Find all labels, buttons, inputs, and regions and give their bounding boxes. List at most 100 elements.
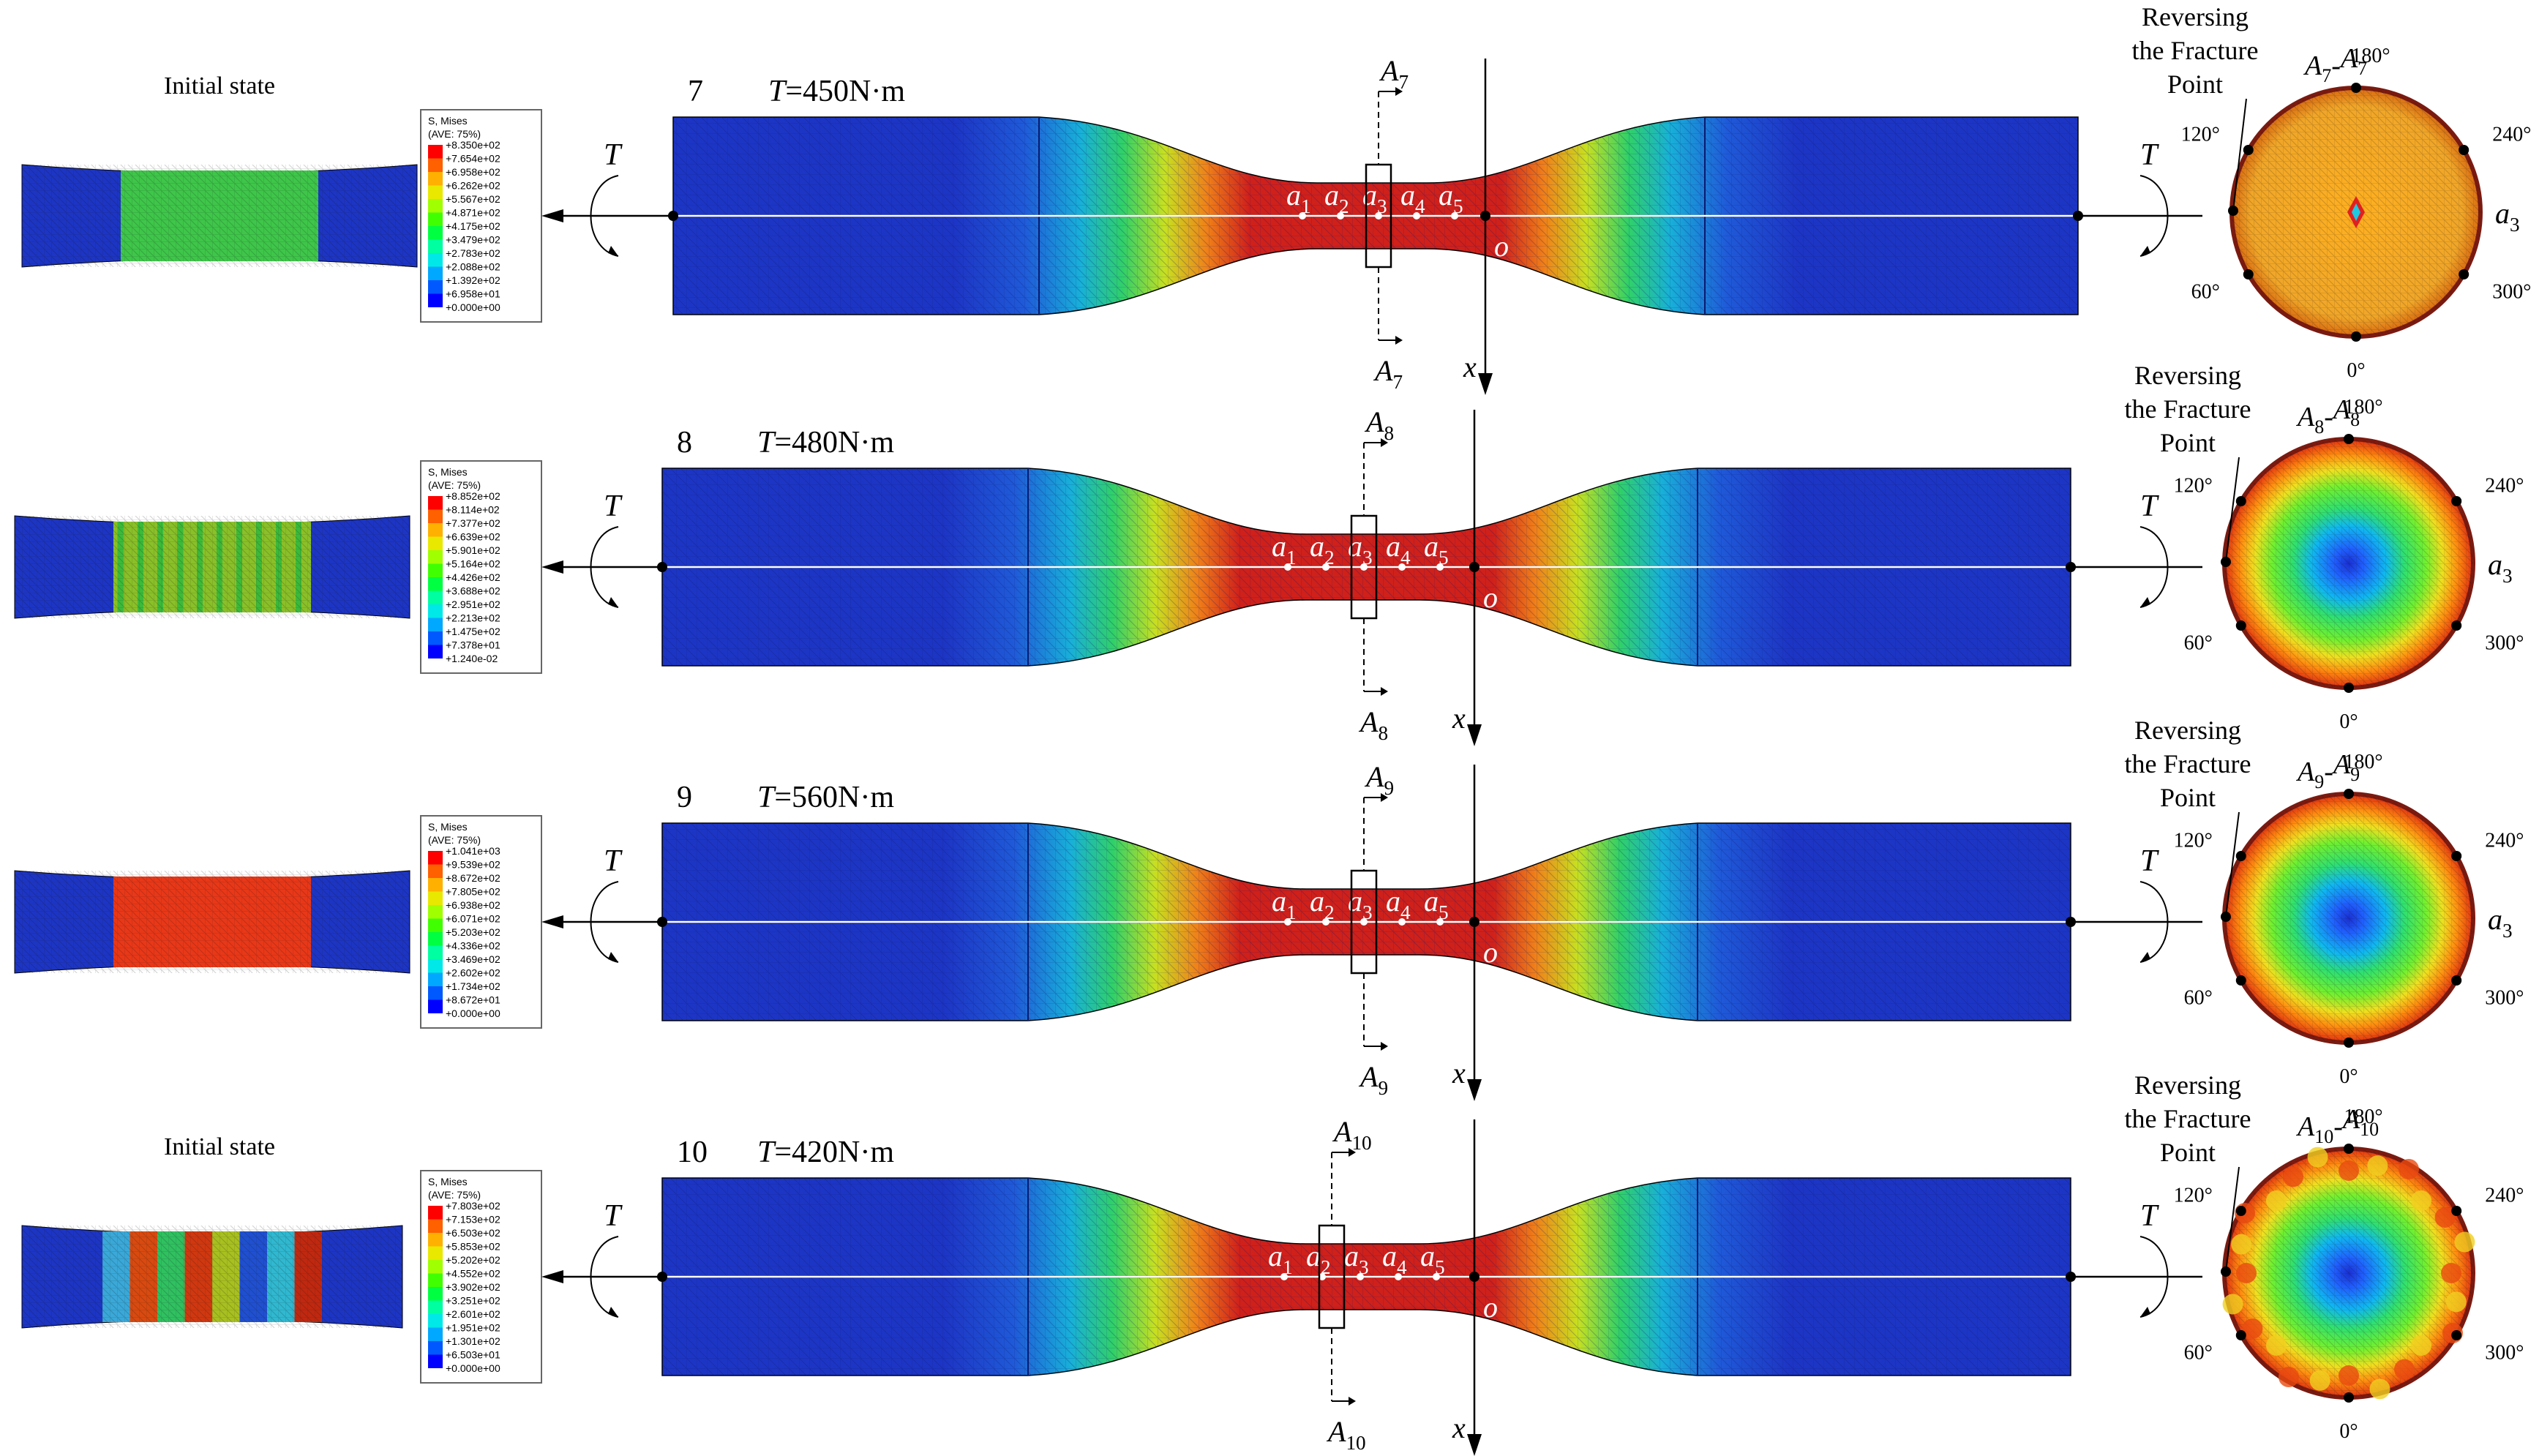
angle-label: 120°: [2174, 830, 2213, 852]
section-label-top-subscript: 9: [1384, 777, 1394, 799]
legend-value: +3.902e+02: [446, 1281, 500, 1293]
point-a5-subscript: 5: [1453, 195, 1463, 217]
legend-swatch: [428, 878, 443, 892]
legend-value: +2.602e+02: [446, 967, 500, 979]
torque-value-text: =480N·m: [774, 426, 894, 459]
section-label-bottom-subscript: 9: [1378, 1077, 1388, 1099]
contour-legend: S, Mises(AVE: 75%)+7.803e+02+7.153e+02+6…: [420, 1170, 542, 1384]
torque-value: T=560N·m: [757, 781, 894, 814]
torque-arrow-left: T: [590, 844, 623, 963]
legend-swatch: [428, 266, 443, 280]
section-title-letter: A: [2341, 1104, 2360, 1135]
angle-label: 300°: [2485, 1342, 2524, 1365]
section-label-top-letter: A: [1332, 1115, 1352, 1148]
legend-swatch: [428, 239, 443, 253]
panel-number: 9: [677, 781, 692, 814]
angle-label: 240°: [2485, 475, 2524, 498]
legend-value: +6.071e+02: [446, 913, 500, 925]
point-a2: a2: [1310, 530, 1335, 568]
point-a3-subscript: 3: [1362, 547, 1373, 568]
legend-swatch: [428, 226, 443, 240]
legend-swatch: [428, 851, 443, 865]
section-title: A10-A10: [2295, 1104, 2379, 1147]
legend-value: +7.153e+02: [446, 1214, 500, 1226]
origin-label: o: [1494, 230, 1509, 263]
legend-swatch: [428, 631, 443, 645]
section-label-bottom: A10: [1326, 1415, 1366, 1454]
point-a3: a3: [1344, 1239, 1369, 1278]
torque-arrow-right: T: [2139, 1199, 2169, 1318]
initial-state-specimen: [21, 1225, 403, 1329]
legend-value: +4.336e+02: [446, 940, 500, 952]
legend-value: +1.240e-02: [446, 653, 498, 664]
panel-8: S, Mises(AVE: 75%)+8.852e+02+8.114e+02+7…: [14, 361, 2524, 746]
initial-state-specimen: [14, 515, 410, 619]
contour-legend: S, Mises(AVE: 75%)+8.350e+02+7.654e+02+6…: [420, 109, 542, 323]
contour-legend: S, Mises(AVE: 75%)+1.041e+03+9.539e+02+8…: [420, 815, 542, 1029]
origin-label: o: [1483, 936, 1498, 969]
legend-value: +7.378e+01: [446, 639, 500, 651]
fracture-label-line: Point: [2160, 1138, 2216, 1167]
point-a2-subscript: 2: [1321, 1256, 1331, 1278]
point-a4-letter: a: [1386, 530, 1400, 563]
legend-value: +6.639e+02: [446, 531, 500, 543]
legend-title: S, Mises: [428, 466, 468, 478]
section-point-a3: a3: [2488, 548, 2513, 587]
point-a4: a4: [1400, 179, 1425, 217]
section-label-top-letter: A: [1364, 760, 1384, 793]
legend-average: (AVE: 75%): [428, 834, 481, 846]
origin-label: o: [1483, 1291, 1498, 1324]
point-a2: a2: [1306, 1239, 1331, 1278]
legend-swatch: [428, 905, 443, 919]
legend-value: +8.114e+02: [446, 504, 500, 516]
point-a5: a5: [1439, 179, 1463, 217]
torque-symbol: T: [2140, 489, 2159, 523]
legend-value: +8.672e+01: [446, 994, 500, 1006]
legend-swatch: [428, 1219, 443, 1233]
legend-swatch: [428, 563, 443, 577]
point-a1: a1: [1268, 1239, 1293, 1278]
point-a2-letter: a: [1310, 885, 1324, 917]
section-title-letter: A: [2331, 394, 2351, 425]
angle-label: 0°: [2339, 1065, 2358, 1088]
legend-swatch: [428, 1273, 443, 1287]
section-point-a3-subscript: 3: [2502, 920, 2513, 942]
legend-average: (AVE: 75%): [428, 479, 481, 491]
legend-value: +5.567e+02: [446, 193, 500, 205]
legend-value: +1.951e+02: [446, 1322, 500, 1334]
angle-label: 120°: [2181, 124, 2220, 146]
panel-number: 10: [677, 1136, 708, 1169]
legend-swatch: [428, 536, 443, 550]
section-title-letter: -: [2324, 757, 2333, 787]
x-axis-label: x: [1452, 1411, 1466, 1444]
angle-label: 180°: [2351, 45, 2390, 67]
point-a5-subscript: 5: [1439, 901, 1449, 923]
legend-swatch: [428, 1314, 443, 1328]
angle-label: 0°: [2339, 1420, 2358, 1443]
torque-value-symbol: T: [757, 781, 776, 814]
section-label-bottom: A8: [1358, 705, 1388, 744]
torque-symbol: T: [2140, 844, 2159, 878]
legend-value: +2.783e+02: [446, 247, 500, 259]
point-a1-subscript: 1: [1286, 547, 1297, 568]
legend-swatch: [428, 577, 443, 591]
legend-swatch: [428, 1341, 443, 1355]
legend-value: +5.164e+02: [446, 558, 500, 570]
angle-label: 120°: [2174, 1185, 2213, 1207]
section-title-letter: A: [2331, 749, 2351, 780]
legend-value: +6.958e+01: [446, 288, 500, 300]
point-a4-letter: a: [1382, 1239, 1397, 1272]
legend-value: +4.175e+02: [446, 220, 500, 232]
point-a1: a1: [1286, 179, 1311, 217]
legend-swatch: [428, 199, 443, 213]
legend-swatch: [428, 999, 443, 1013]
point-a2-subscript: 2: [1324, 901, 1335, 923]
legend-swatch: [428, 986, 443, 1000]
legend-swatch: [428, 496, 443, 510]
section-label-top: A10: [1332, 1115, 1372, 1154]
legend-value: +7.803e+02: [446, 1200, 500, 1212]
legend-value: +4.552e+02: [446, 1268, 500, 1280]
